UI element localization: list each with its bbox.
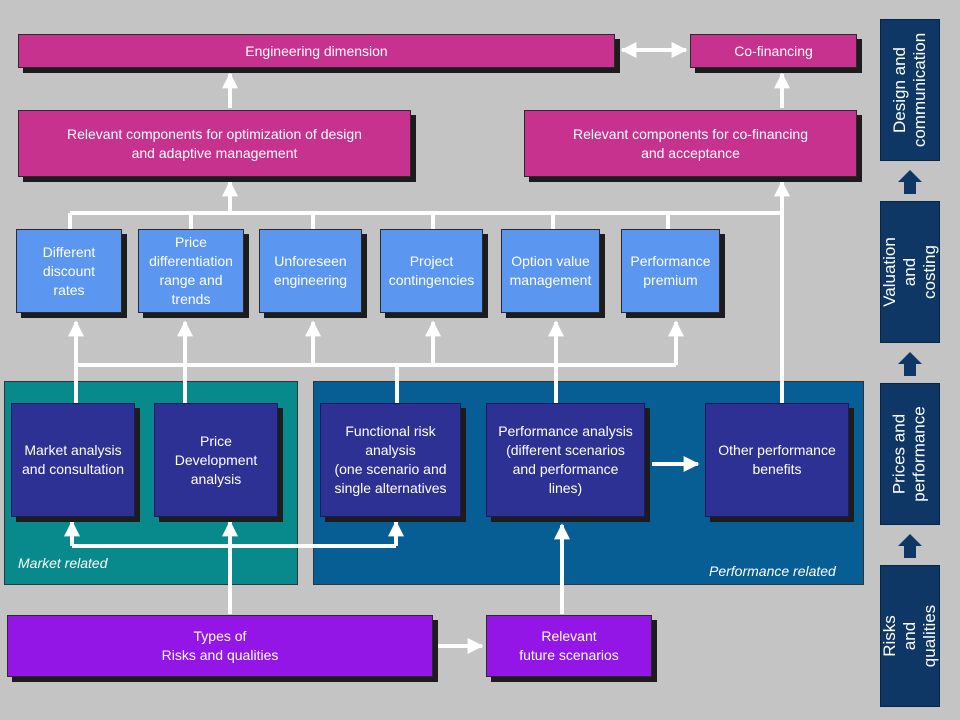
future-scenarios-box: Relevant future scenarios bbox=[486, 615, 652, 677]
discount-rates-box: Different discount rates bbox=[16, 229, 122, 313]
relevant-design-box: Relevant components for optimization of … bbox=[18, 110, 411, 177]
co-financing-box: Co-financing bbox=[690, 34, 857, 68]
engineering-dimension-box: Engineering dimension bbox=[18, 34, 615, 68]
performance-analysis-box: Performance analysis (different scenario… bbox=[486, 403, 645, 517]
phase-arrow-icon bbox=[898, 352, 922, 376]
phase-risks-qualities: Risks and qualities bbox=[880, 565, 940, 707]
project-contingencies-box: Project contingencies bbox=[380, 229, 483, 313]
phase-arrow-icon bbox=[898, 534, 922, 558]
phase-design-communication: Design and communication bbox=[880, 19, 940, 161]
performance-related-label: Performance related bbox=[709, 563, 836, 579]
unforeseen-engineering-box: Unforeseen engineering bbox=[259, 229, 362, 313]
phase-arrow-icon bbox=[898, 170, 922, 194]
performance-premium-box: Performance premium bbox=[621, 229, 720, 313]
relevant-cofinancing-box: Relevant components for co-financing and… bbox=[524, 110, 857, 177]
price-development-box: Price Development analysis bbox=[154, 403, 278, 517]
functional-risk-box: Functional risk analysis (one scenario a… bbox=[320, 403, 461, 517]
phase-valuation-costing: Valuation and costing bbox=[880, 201, 940, 343]
market-analysis-box: Market analysis and consultation bbox=[11, 403, 135, 517]
phase-prices-performance: Prices and performance bbox=[880, 383, 940, 525]
other-benefits-box: Other performance benefits bbox=[705, 403, 849, 517]
price-differentiation-box: Price differentiation range and trends bbox=[138, 229, 244, 313]
market-related-label: Market related bbox=[18, 555, 108, 571]
types-risks-box: Types of Risks and qualities bbox=[7, 615, 433, 677]
option-value-box: Option value management bbox=[501, 229, 600, 313]
